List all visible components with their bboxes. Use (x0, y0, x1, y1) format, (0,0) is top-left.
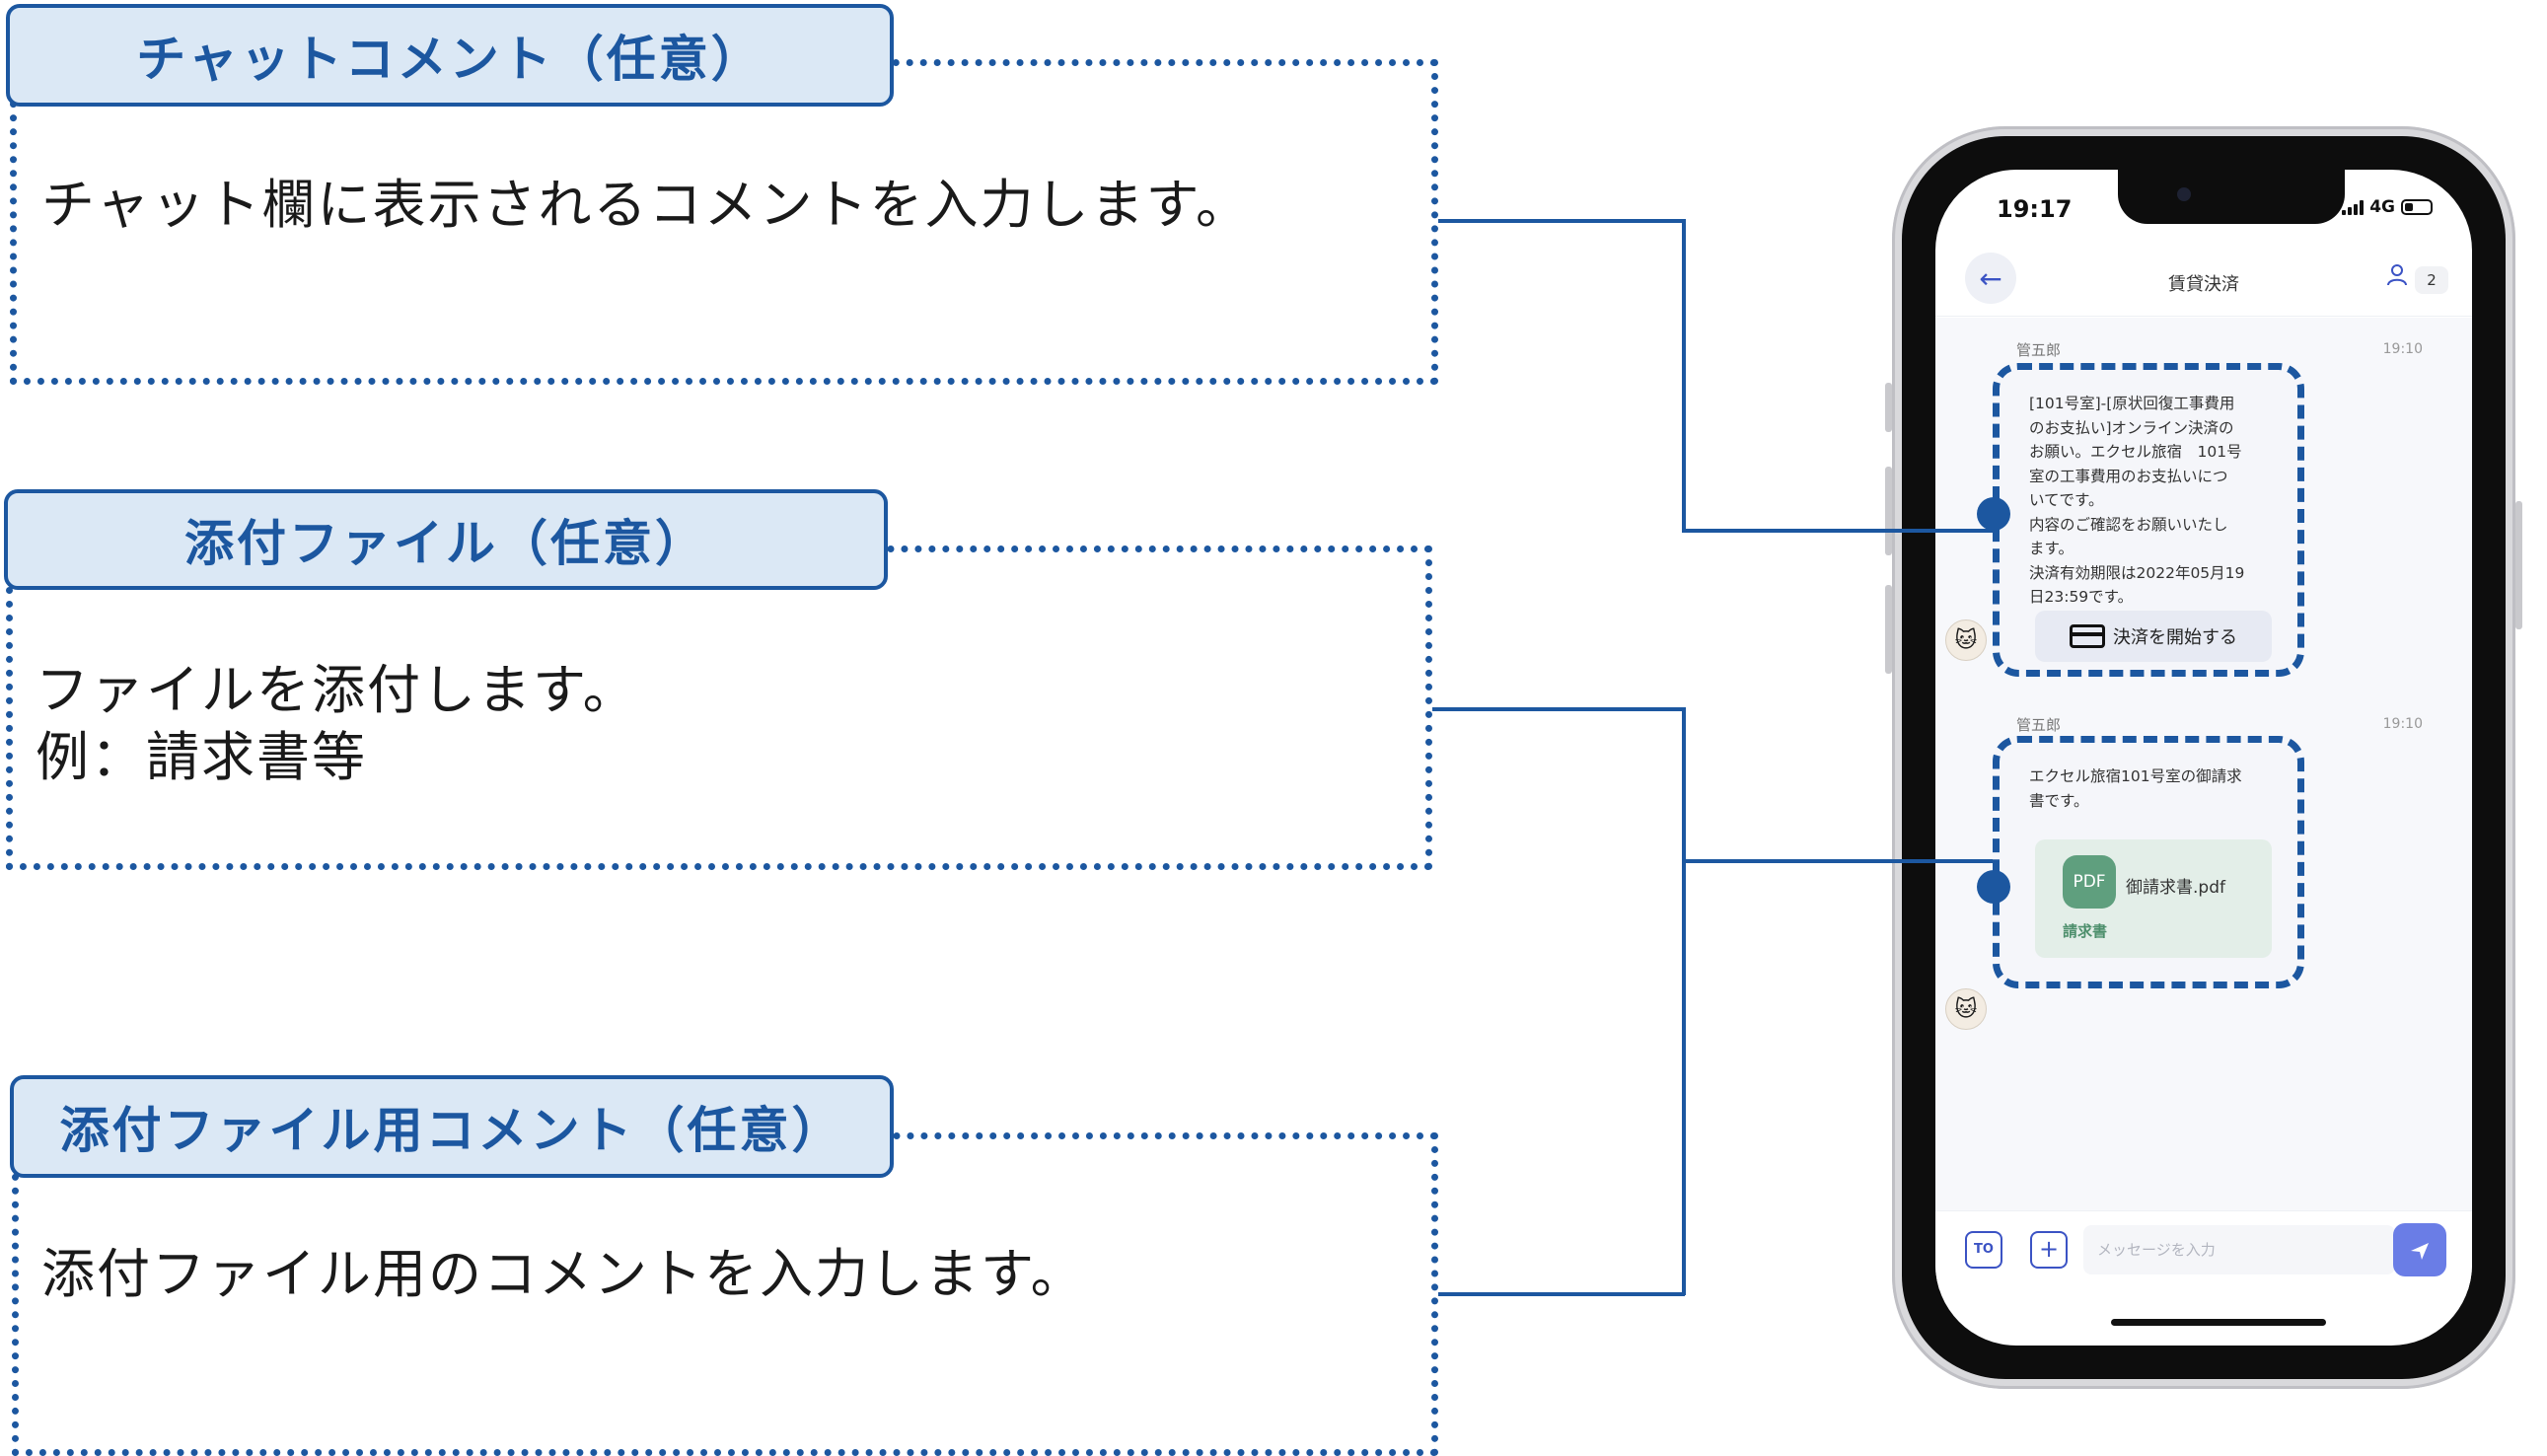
side-button (1885, 585, 1892, 674)
camera-icon (2177, 187, 2191, 201)
phone-screen: 19:17 4G ← 賃貸決済 2 (1935, 170, 2472, 1346)
cat-icon: 🐱 (1954, 996, 1978, 1022)
message-bubble-file: エクセル旅宿101号室の御請求 書です。 PDF 御請求書.pdf 請求書 (1993, 736, 2304, 988)
home-indicator[interactable] (2111, 1319, 2326, 1326)
message-time: 19:10 (2382, 716, 2423, 732)
user-icon[interactable] (2385, 262, 2411, 295)
battery-icon (2401, 199, 2433, 215)
callout-description-attachment-comment: 添付ファイル用のコメントを入力します。 (41, 1241, 1086, 1308)
callout-line: チャット欄に表示されるコメントを入力します。 (41, 174, 1252, 236)
chat-area[interactable]: 管五郎 19:10 🐱 [101号室]-[原状回復工事費用 のお支払い]オンライ… (1935, 318, 2472, 1217)
connector-line (1682, 219, 1686, 533)
connector-line (1682, 859, 1993, 863)
message-input[interactable] (2083, 1225, 2395, 1274)
callout-title-attachment-comment: 添付ファイル用コメント（任意） (10, 1075, 894, 1178)
message-input-bar: TO + (1935, 1210, 2472, 1290)
callout-line: 添付ファイル用のコメントを入力します。 (41, 1243, 1086, 1305)
message-line: 書です。 (2029, 791, 2089, 810)
start-payment-label: 決済を開始する (2113, 627, 2237, 648)
cat-icon: 🐱 (1954, 627, 1978, 653)
message-line: 決済有効期限は2022年05月19 (2029, 563, 2245, 582)
send-button[interactable] (2393, 1223, 2446, 1276)
message-bubble-payment: [101号室]-[原状回復工事費用 のお支払い]オンライン決済の お願い。エクセ… (1993, 363, 2304, 677)
message-line: 日23:59です。 (2029, 588, 2134, 606)
callout-title-text: 添付ファイル（任意） (184, 515, 707, 572)
phone-frame: 19:17 4G ← 賃貸決済 2 (1885, 126, 2522, 1389)
message-text: エクセル旅宿101号室の御請求 書です。 (2029, 764, 2276, 813)
message-line: お願い。エクセル旅宿 101号 (2029, 443, 2242, 461)
callout-title-text: チャットコメント（任意） (136, 31, 764, 88)
callout-description-chat-comment: チャット欄に表示されるコメントを入力します。 (41, 172, 1251, 239)
pdf-file-icon: PDF (2063, 855, 2116, 909)
connector-line (1432, 707, 1685, 711)
message-sender: 管五郎 (2016, 716, 2062, 734)
connector-line (1438, 219, 1685, 223)
status-time: 19:17 (1997, 195, 2073, 223)
callout-title-chat-comment: チャットコメント（任意） (6, 4, 894, 107)
mention-to-button[interactable]: TO (1965, 1231, 2002, 1269)
attached-file-card[interactable]: PDF 御請求書.pdf 請求書 (2035, 839, 2272, 958)
callout-line: ファイルを添付します。 (36, 659, 638, 721)
message-line: のお支払い]オンライン決済の (2029, 418, 2234, 437)
start-payment-button[interactable]: 決済を開始する (2035, 611, 2272, 662)
file-name: 御請求書.pdf (2126, 878, 2225, 898)
message-line: 内容のご確認をお願いいたし (2029, 515, 2228, 534)
attach-plus-button[interactable]: + (2030, 1231, 2068, 1269)
message-line: 室の工事費用のお支払いにつ (2029, 467, 2228, 485)
message-line: エクセル旅宿101号室の御請求 (2029, 767, 2242, 785)
message-sender: 管五郎 (2016, 341, 2062, 359)
chat-title: 賃貸決済 (2168, 274, 2239, 295)
side-button (1885, 383, 1892, 432)
callout-line: 例：請求書等 (36, 726, 367, 788)
signal-icon (2342, 199, 2365, 215)
side-button (2515, 501, 2522, 629)
connector-line (1438, 1292, 1685, 1296)
avatar[interactable]: 🐱 (1945, 619, 1987, 661)
message-line: [101号室]-[原状回復工事費用 (2029, 395, 2235, 412)
member-count-badge[interactable]: 2 (2415, 266, 2448, 294)
credit-card-icon (2070, 624, 2105, 648)
connector-line (1682, 529, 1993, 533)
send-icon (2411, 1243, 2429, 1260)
network-label: 4G (2369, 197, 2395, 217)
annotation-dot (1977, 497, 2010, 531)
status-indicators: 4G (2342, 197, 2433, 217)
phone-bezel: 19:17 4G ← 賃貸決済 2 (1902, 136, 2506, 1379)
avatar[interactable]: 🐱 (1945, 988, 1987, 1030)
message-line: ます。 (2029, 540, 2074, 557)
callout-title-text: 添付ファイル用コメント（任意） (59, 1102, 844, 1159)
message-text: [101号室]-[原状回復工事費用 のお支払い]オンライン決済の お願い。エクセ… (2029, 392, 2276, 610)
callout-title-attachment: 添付ファイル（任意） (4, 489, 888, 590)
file-comment: 請求書 (2063, 922, 2108, 940)
back-button[interactable]: ← (1965, 253, 2016, 304)
chat-header: ← 賃貸決済 2 (1935, 237, 2472, 317)
connector-line (1682, 707, 1686, 1295)
message-time: 19:10 (2382, 341, 2423, 357)
callout-description-attachment: ファイルを添付します。 例：請求書等 (36, 657, 638, 791)
notch (2118, 170, 2345, 224)
user-icon-svg (2387, 264, 2407, 286)
side-button (1885, 467, 1892, 555)
annotation-dot (1977, 870, 2010, 904)
message-line: いてです。 (2029, 491, 2104, 509)
arrow-left-icon: ← (1979, 261, 2002, 295)
